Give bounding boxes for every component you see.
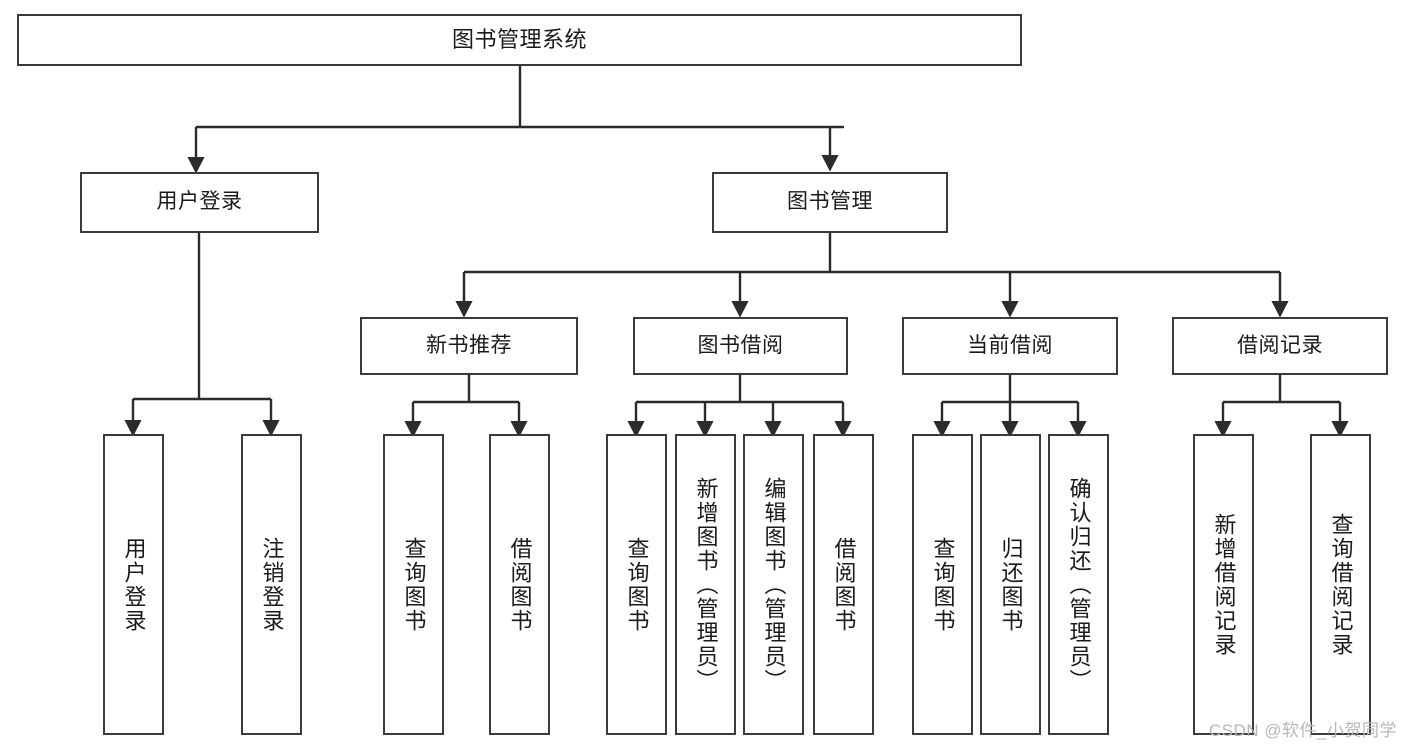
node-book-borrow-label: 图书借阅 (697, 333, 784, 357)
leaf-query-book-bb[interactable]: 查询图书 (606, 434, 667, 735)
leaf-query-book-nbr-label: 查询图书 (401, 536, 427, 633)
node-root-label: 图书管理系统 (451, 27, 587, 53)
leaf-edit-book-admin[interactable]: 编辑图书（管理员） (743, 434, 804, 735)
leaf-add-borrow-record-label: 新增借阅记录 (1211, 512, 1237, 657)
leaf-query-borrow-record-label: 查询借阅记录 (1328, 512, 1354, 657)
leaf-edit-book-admin-label: 编辑图书（管理员） (761, 476, 787, 693)
leaf-borrow-book-nbr[interactable]: 借阅图书 (489, 434, 550, 735)
leaf-query-book-bb-label: 查询图书 (624, 536, 650, 633)
node-book-manage[interactable]: 图书管理 (712, 172, 948, 233)
node-book-manage-label: 图书管理 (787, 190, 873, 214)
leaf-query-book-cb[interactable]: 查询图书 (912, 434, 973, 735)
leaf-user-login-label: 用户登录 (121, 536, 147, 633)
node-book-borrow[interactable]: 图书借阅 (633, 317, 848, 375)
watermark-text: CSDN @软件_小贺同学 (1208, 721, 1397, 740)
leaf-return-book-label: 归还图书 (998, 536, 1024, 633)
leaf-query-book-cb-label: 查询图书 (930, 536, 956, 633)
leaf-borrow-book-bb-label: 借阅图书 (831, 536, 857, 633)
leaf-add-book-admin[interactable]: 新增图书（管理员） (675, 434, 736, 735)
leaf-query-borrow-record[interactable]: 查询借阅记录 (1310, 434, 1371, 735)
node-user-login[interactable]: 用户登录 (80, 172, 319, 233)
node-user-login-label: 用户登录 (156, 190, 243, 214)
node-borrow-record-label: 借阅记录 (1237, 333, 1323, 357)
leaf-return-book[interactable]: 归还图书 (980, 434, 1041, 735)
node-current-borrow-label: 当前借阅 (967, 333, 1053, 357)
leaf-confirm-return-admin-label: 确认归还（管理员） (1066, 476, 1092, 693)
node-root[interactable]: 图书管理系统 (17, 14, 1022, 66)
leaf-confirm-return-admin[interactable]: 确认归还（管理员） (1048, 434, 1109, 735)
leaf-borrow-book-nbr-label: 借阅图书 (507, 536, 533, 633)
leaf-add-borrow-record[interactable]: 新增借阅记录 (1193, 434, 1254, 735)
node-current-borrow[interactable]: 当前借阅 (902, 317, 1118, 375)
node-borrow-record[interactable]: 借阅记录 (1172, 317, 1388, 375)
leaf-logout-label: 注销登录 (259, 536, 285, 633)
leaf-add-book-admin-label: 新增图书（管理员） (693, 476, 719, 693)
node-new-book-rec-label: 新书推荐 (426, 333, 512, 357)
leaf-query-book-nbr[interactable]: 查询图书 (383, 434, 444, 735)
leaf-logout[interactable]: 注销登录 (241, 434, 302, 735)
leaf-user-login[interactable]: 用户登录 (103, 434, 164, 735)
node-new-book-rec[interactable]: 新书推荐 (360, 317, 578, 375)
leaf-borrow-book-bb[interactable]: 借阅图书 (813, 434, 874, 735)
